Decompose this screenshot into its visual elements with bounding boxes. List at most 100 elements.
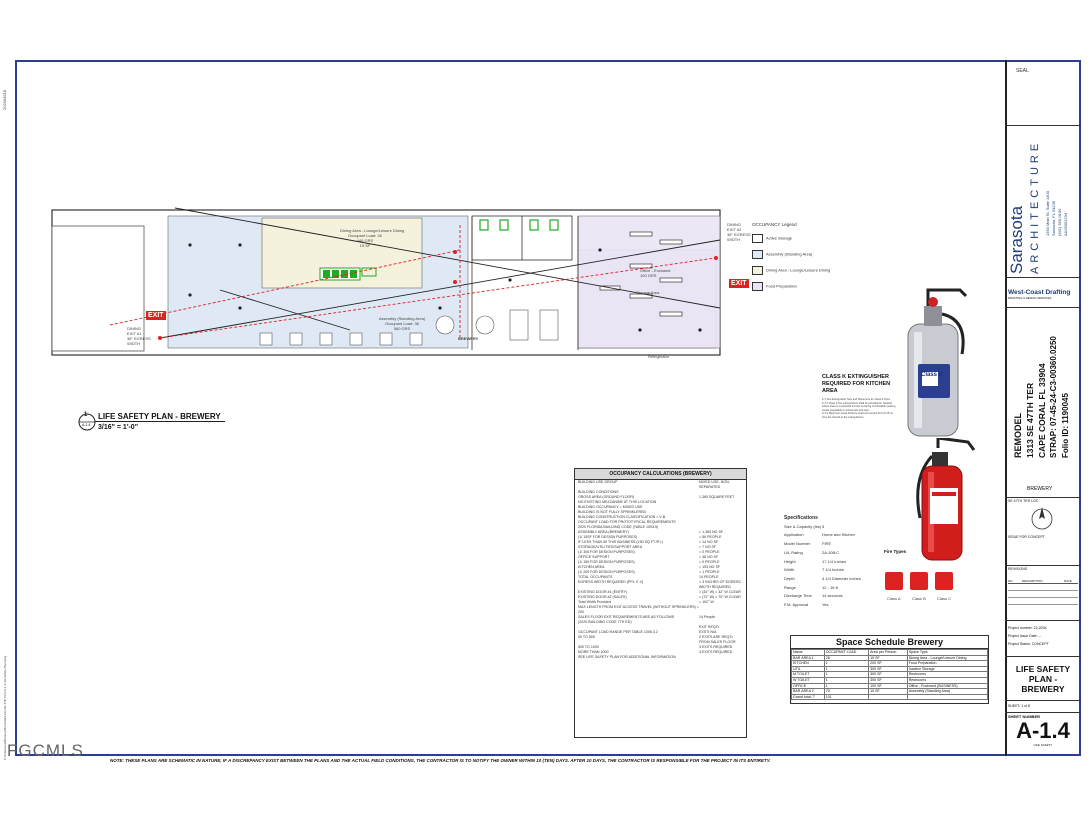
occupancy-row-value: = 1 PEOPLE xyxy=(699,570,720,574)
occupancy-row-value: = 102" W xyxy=(699,600,714,604)
legend-item: Dining Area - Lounge/Leisure Dining xyxy=(752,266,842,275)
occupancy-row-value: 4 EXITS REQUIRED xyxy=(699,650,733,654)
legend-swatch-active-storage xyxy=(752,234,763,243)
occupancy-row: NO EXISTING MEZZANINE AT THIS LOCATION xyxy=(575,500,746,505)
occupancy-row-label: BUILDING OCCUPANCY = MIXED USE xyxy=(578,505,643,509)
schedule-cell xyxy=(868,693,908,701)
occupancy-row-label: BUILDING CONDITIONS xyxy=(578,490,619,494)
firm-address-line: Sarasota, FL 34236 xyxy=(1051,201,1056,236)
exit-1-label: DINING EXIT #1 36" EGRESS WIDTH xyxy=(127,326,151,346)
sheet-number-block: SHEET NUMBER A-1.4 LIFE SAFETY xyxy=(1005,712,1081,756)
occupancy-row-value: = 0 PEOPLE xyxy=(699,550,720,554)
occupancy-row: OFFICE SUPPORT= 38 NO SF xyxy=(575,555,746,560)
room-label-assembly: Assembly (Standing Area) Occupant Load: … xyxy=(378,316,426,331)
occupancy-row-label: BUILDING CONSTRUCTION CLASSIFICATION = V… xyxy=(578,515,666,519)
revisions-header: REVISIONS xyxy=(1008,567,1028,571)
firm-address-line: AA26001234 xyxy=(1063,212,1068,236)
project-issue-date: Project Issue Date: -- xyxy=(1008,634,1041,638)
occupancy-row-label: OFFICE SUPPORT xyxy=(578,555,610,559)
north-arrow-icon xyxy=(1031,507,1053,530)
occupancy-row-value: = 7 NO SF xyxy=(699,545,717,549)
occupancy-row-label: EXISTING DOOR #2 (SALES) xyxy=(578,595,627,599)
occupancy-row-value xyxy=(699,605,743,615)
title-block xyxy=(1005,60,1081,756)
project-folio: Folio ID: 1190045 xyxy=(1061,393,1070,458)
project-title: REMODEL xyxy=(1013,413,1023,458)
occupancy-row-label: 50 TO 500 xyxy=(578,635,595,639)
floor-plan xyxy=(51,207,721,356)
specifications-title: Specifications xyxy=(784,515,818,521)
occupancy-row-value: EXITS N/A xyxy=(699,630,717,634)
occupancy-row-label: OCCUPANT LOAD FOR PROTOTYPICAL REQUIREME… xyxy=(578,520,676,524)
occupancy-row: GROSS AREA (GROUND FLOOR) 1,360 SQUARE FE… xyxy=(575,495,746,500)
occupancy-row-value: = (34" W) = 32" W CLEAR xyxy=(699,590,741,594)
watermark: FGCMLS xyxy=(7,741,84,760)
sheet-title-block: LIFE SAFETY PLAN - BREWERY xyxy=(1005,656,1081,700)
project-block: REMODEL 1313 SE 47TH TER CAPE CORAL FL 3… xyxy=(1005,307,1081,497)
project-address-1: 1313 SE 47TH TER xyxy=(1025,382,1035,458)
occupancy-row: BUILDING USE GROUP MIXED USE, NON-SEPARAT… xyxy=(575,480,746,490)
occupancy-row-label: TOTAL OCCUPANTS xyxy=(578,575,613,579)
occupancy-row-value: EXIT REQ'D xyxy=(699,625,719,629)
occupancy-row-label: STORAGE/UTILITIES/SUPPORT AREA xyxy=(578,545,643,549)
occupancy-row: EXISTING DOOR #2 (SALES)= (72" W) = 70" … xyxy=(575,595,746,600)
occupancy-row: KITCHEN AREA= 193 NO SF xyxy=(575,565,746,570)
drafting-logo: West-Coast Drafting xyxy=(1008,289,1071,296)
exit-sign-left: EXIT xyxy=(146,311,166,320)
fire-type-class-b-icon xyxy=(910,572,928,590)
fire-type-label-a: Class A xyxy=(887,596,901,601)
firm-address-line: 1350 Main St. Suite 1400 xyxy=(1045,191,1050,236)
occupancy-row-value: 14 PEOPLE xyxy=(699,575,719,579)
occupancy-row: (2020 BUILDING CODE 7TH ED) xyxy=(575,620,746,625)
occupancy-row-value: 14 People xyxy=(699,615,716,619)
fire-type-class-c-icon xyxy=(935,572,953,590)
sheet-number-label: SHEET NUMBER xyxy=(1008,714,1041,719)
occupancy-row-label: SEE LIFE SAFETY PLAN FOR ADDITIONAL INFO… xyxy=(578,655,676,659)
occupancy-row-value: = 0 PEOPLE xyxy=(699,560,720,564)
occupancy-row-value: 3 EXITS REQUIRED xyxy=(699,645,733,649)
occupancy-row: BUILDING CONSTRUCTION CLASSIFICATION = V… xyxy=(575,515,746,520)
occupancy-row-label: ASSEMBLY AREA (BREWERY) xyxy=(578,530,629,534)
project-status: Project Status: CONCEPT xyxy=(1008,642,1049,646)
occupancy-row-label: BUILDING IS NOT FULLY SPRINKLERED xyxy=(578,510,647,514)
room-label-storage: Storage Area xyxy=(636,290,660,295)
occupancy-row: 2020 FLORIDA BUILDING CODE (TABLE 1004.5… xyxy=(575,525,746,530)
sheet-number-sub: LIFE SAFETY xyxy=(1033,743,1053,747)
fire-type-class-a-icon xyxy=(885,572,903,590)
occupancy-row-value: 1,360 SQUARE FEET xyxy=(699,495,735,499)
occupancy-row-label: MORE THAN 1000 xyxy=(578,650,609,654)
occupancy-calculations: OCCUPANCY CALCULATIONS (BREWERY) BUILDIN… xyxy=(574,468,747,738)
occupancy-row-label: BUILDING USE GROUP xyxy=(578,480,618,484)
space-schedule: Space Schedule Brewery Name OCCUPANT LOA… xyxy=(790,635,989,704)
legend-swatch-food-prep xyxy=(752,282,763,291)
project-info-block: Project number: 22-2034 Project Issue Da… xyxy=(1005,620,1081,656)
occupancy-row-value: 2 EXITS ARE REQ'D FROM SALES FLOOR xyxy=(699,635,736,644)
schedule-cell: 101 xyxy=(823,693,870,701)
occupancy-row-label: GROSS AREA (GROUND FLOOR) xyxy=(578,495,635,499)
occupancy-row-value: = 14 NO SF xyxy=(699,540,719,544)
plan-scale: 3/16" = 1'-0" xyxy=(98,424,139,431)
exit-2-label: DINING EXIT #2 36" EGRESS WIDTH xyxy=(727,222,751,242)
fire-type-label-b: Class B xyxy=(912,596,926,601)
space-schedule-title: Space Schedule Brewery xyxy=(791,636,988,649)
occupancy-row: EXISTING DOOR #1 (ENTRY)= (34" W) = 32" … xyxy=(575,590,746,595)
occupancy-row-label: KITCHEN AREA xyxy=(578,565,605,569)
occupancy-row-label: OCCUPANT LOAD RANGE PER TABLE 1006.3.2 xyxy=(578,630,658,634)
occupancy-row: EGRESS WIDTH REQUIRED (PPL X .2)= 3 INCH… xyxy=(575,580,746,590)
legend-item: Food Preparation xyxy=(752,282,842,291)
occupancy-row-value: MIXED USE, NON-SEPARATED xyxy=(699,480,730,489)
extinguisher-k-title: CLASS K EXTINGUISHER REQUIRED FOR KITCHE… xyxy=(822,374,891,394)
left-margin-tag: 202304918 xyxy=(2,89,7,110)
legend-item: Assembly (Standing Area) xyxy=(752,250,842,259)
space-schedule-table: Name OCCUPANT LOAD Area per Person Space… xyxy=(791,649,989,701)
